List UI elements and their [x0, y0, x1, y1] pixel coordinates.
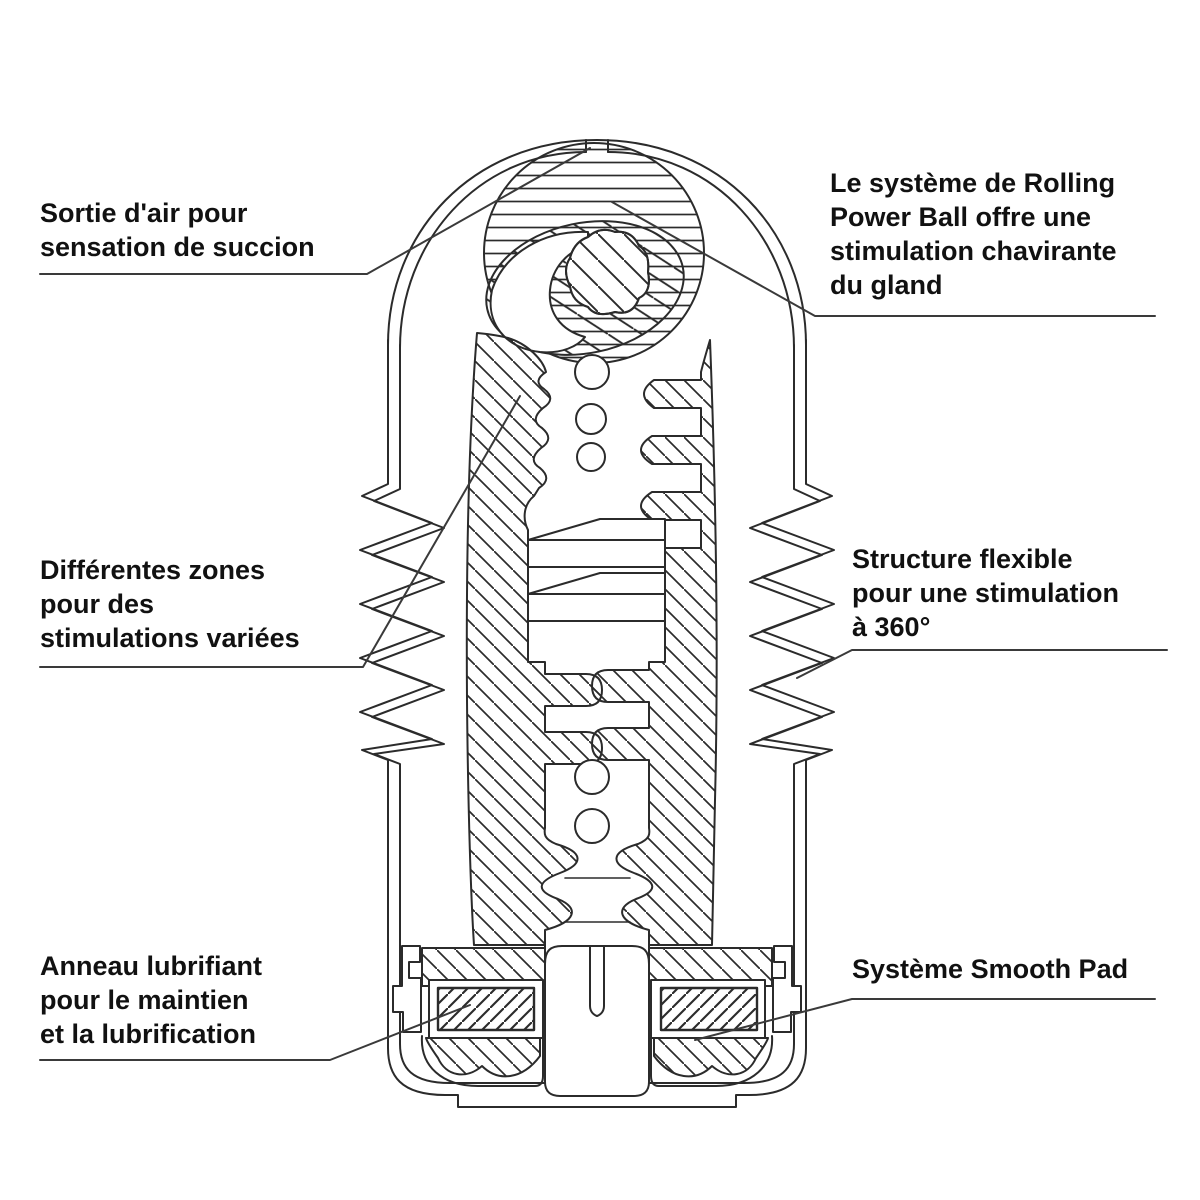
sleeve-right-wall [591, 339, 718, 946]
smooth-pad-right [653, 1037, 769, 1078]
base-column [544, 941, 650, 1097]
base-column-slot [589, 945, 605, 1017]
leader-smooth-pad [694, 998, 1156, 1041]
textured-ball-cap [565, 228, 650, 316]
leader-lubricant-ring [39, 1004, 471, 1061]
bellows-left [359, 339, 445, 941]
leader-flexible-structure [796, 649, 1168, 679]
label-air-outlet: Sortie d'air pour sensation de succion [40, 198, 315, 262]
label-flexible-structure: Structure flexible pour une stimulation … [852, 544, 1119, 642]
label-rolling-power-ball: Le système de Rolling Power Ball offre u… [830, 168, 1117, 300]
leader-lines [39, 147, 1168, 1061]
leader-air-outlet [39, 147, 591, 275]
sleeve-channel-features [527, 354, 666, 923]
leader-varied-zones [39, 395, 521, 668]
lubricant-ring-left [436, 986, 536, 1032]
label-varied-zones: Différentes zones pour des stimulations … [40, 555, 300, 653]
sleeve-left-wall [465, 332, 603, 946]
bellows-right [749, 339, 835, 941]
label-lubricant-ring: Anneau lubrifiant pour le maintien et la… [40, 951, 262, 1049]
lubricant-ring-right [659, 986, 759, 1032]
air-channel-crescent [489, 230, 589, 354]
smooth-pad-left [425, 1037, 541, 1078]
label-smooth-pad: Système Smooth Pad [852, 954, 1129, 984]
leader-rolling-power-ball [611, 201, 1156, 317]
latch-right [772, 945, 802, 1033]
base-internals [420, 941, 774, 1097]
latch-left [392, 945, 422, 1033]
